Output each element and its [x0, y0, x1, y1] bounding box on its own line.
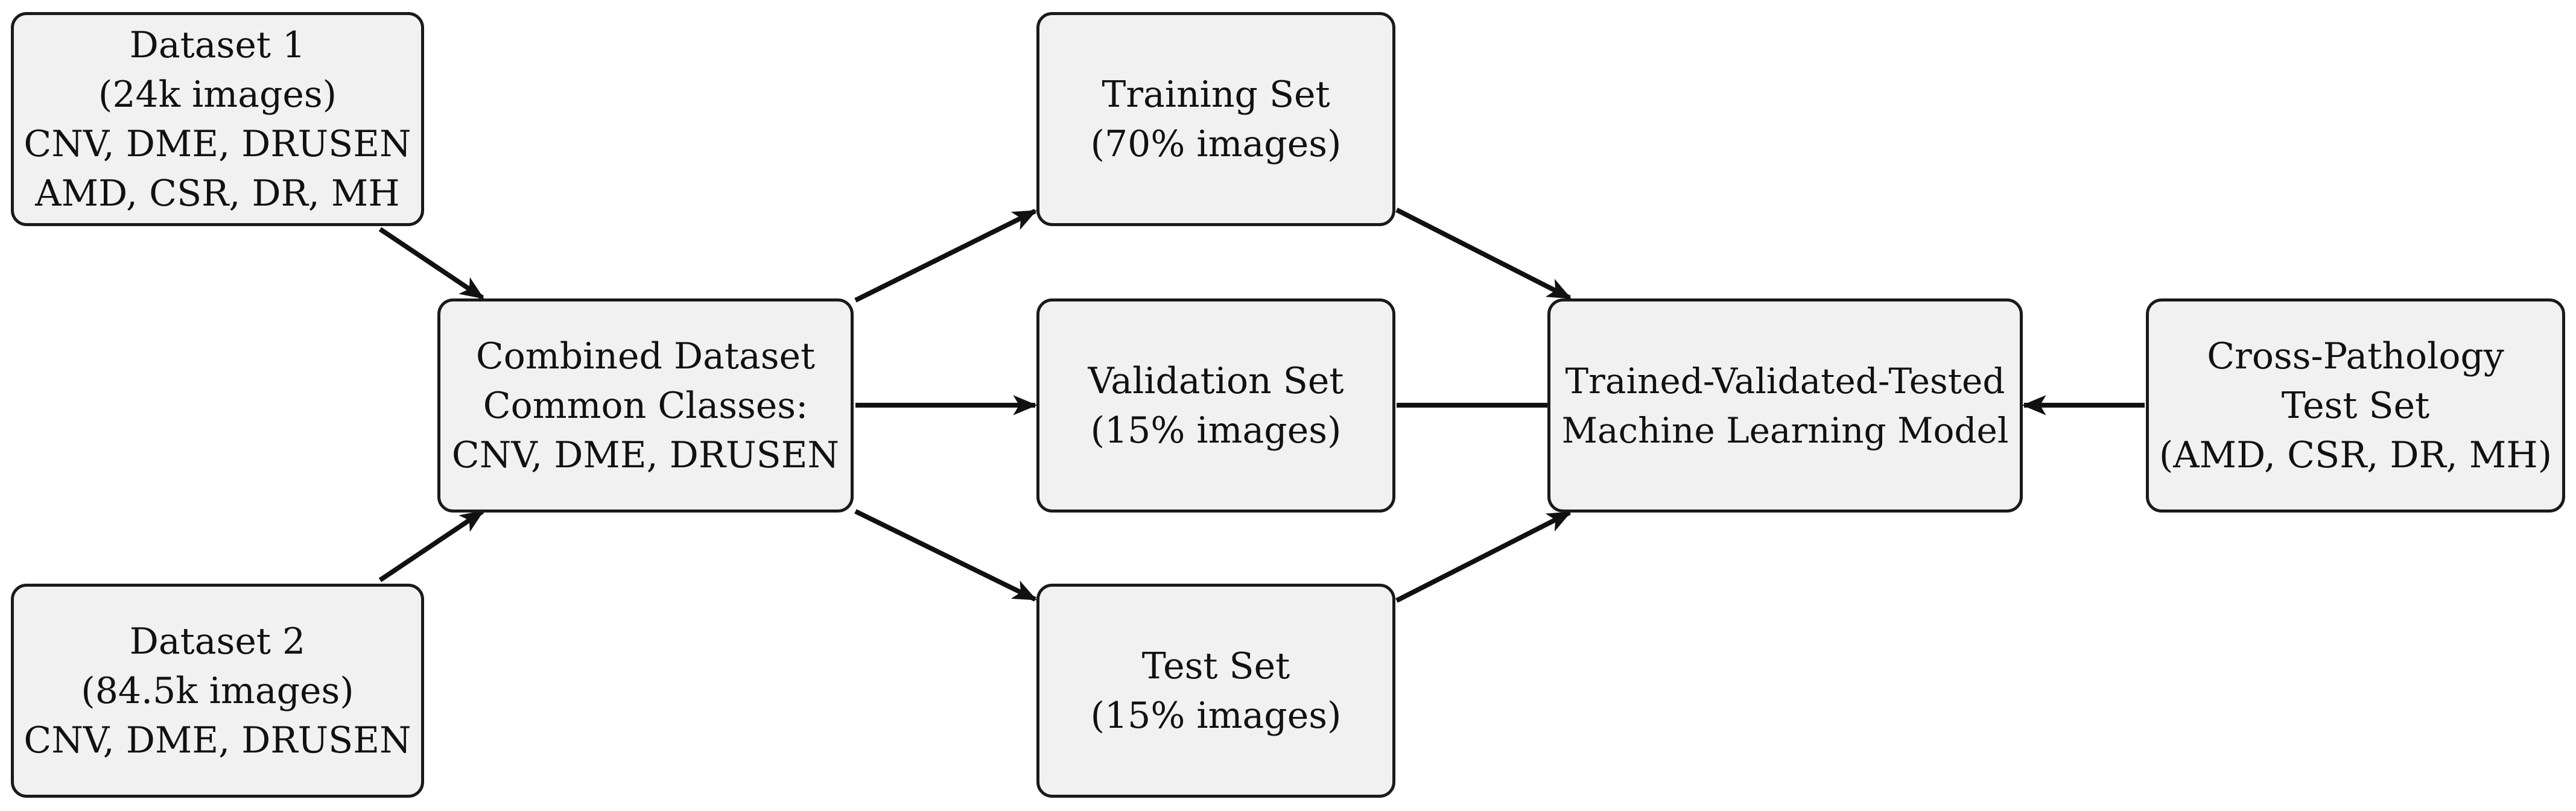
node-model-line-2: Machine Learning Model: [1561, 409, 2009, 451]
node-combined: Combined Dataset Common Classes: CNV, DM…: [437, 298, 854, 513]
node-training-set: Training Set (70% images): [1036, 12, 1395, 226]
node-model: Trained-Validated-Tested Machine Learnin…: [1547, 298, 2023, 513]
edge-combined-to-training: [854, 209, 1037, 303]
node-validation-set-line-2: (15% images): [1090, 409, 1342, 452]
edge-dataset2-to-combined: [378, 509, 484, 582]
node-dataset2-line-1: Dataset 2: [129, 620, 306, 663]
node-dataset1-line-3: CNV, DME, DRUSEN: [24, 122, 411, 165]
node-training-set-line-1: Training Set: [1102, 73, 1330, 116]
node-combined-line-1: Combined Dataset: [475, 335, 816, 377]
node-dataset2-line-2: (84.5k images): [81, 669, 354, 712]
edge-combined-to-test: [854, 509, 1037, 602]
node-test-set-line-2: (15% images): [1090, 694, 1342, 737]
node-dataset1: Dataset 1 (24k images) CNV, DME, DRUSEN …: [11, 12, 424, 226]
node-cross-pathology-line-1: Cross-Pathology: [2207, 335, 2504, 377]
node-cross-pathology-line-3: (AMD, CSR, DR, MH): [2159, 434, 2552, 476]
node-test-set: Test Set (15% images): [1036, 584, 1395, 798]
node-combined-line-2: Common Classes:: [483, 384, 808, 427]
edge-test-to-model: [1395, 510, 1572, 603]
node-dataset2: Dataset 2 (84.5k images) CNV, DME, DRUSE…: [11, 584, 424, 798]
node-dataset1-line-1: Dataset 1: [129, 24, 306, 66]
node-dataset1-line-2: (24k images): [98, 73, 337, 116]
node-training-set-line-2: (70% images): [1090, 122, 1342, 165]
node-test-set-line-1: Test Set: [1141, 645, 1290, 687]
node-model-line-1: Trained-Validated-Tested: [1565, 360, 2005, 402]
node-combined-line-3: CNV, DME, DRUSEN: [451, 434, 840, 476]
node-cross-pathology-line-2: Test Set: [2281, 384, 2430, 427]
edge-training-to-model: [1395, 207, 1572, 300]
node-validation-set: Validation Set (15% images): [1036, 298, 1395, 513]
node-cross-pathology: Cross-Pathology Test Set (AMD, CSR, DR, …: [2146, 298, 2565, 513]
node-validation-set-line-1: Validation Set: [1088, 359, 1344, 402]
edge-dataset1-to-combined: [378, 227, 484, 300]
node-dataset1-line-4: AMD, CSR, DR, MH: [35, 172, 400, 215]
node-dataset2-line-3: CNV, DME, DRUSEN: [24, 719, 411, 762]
